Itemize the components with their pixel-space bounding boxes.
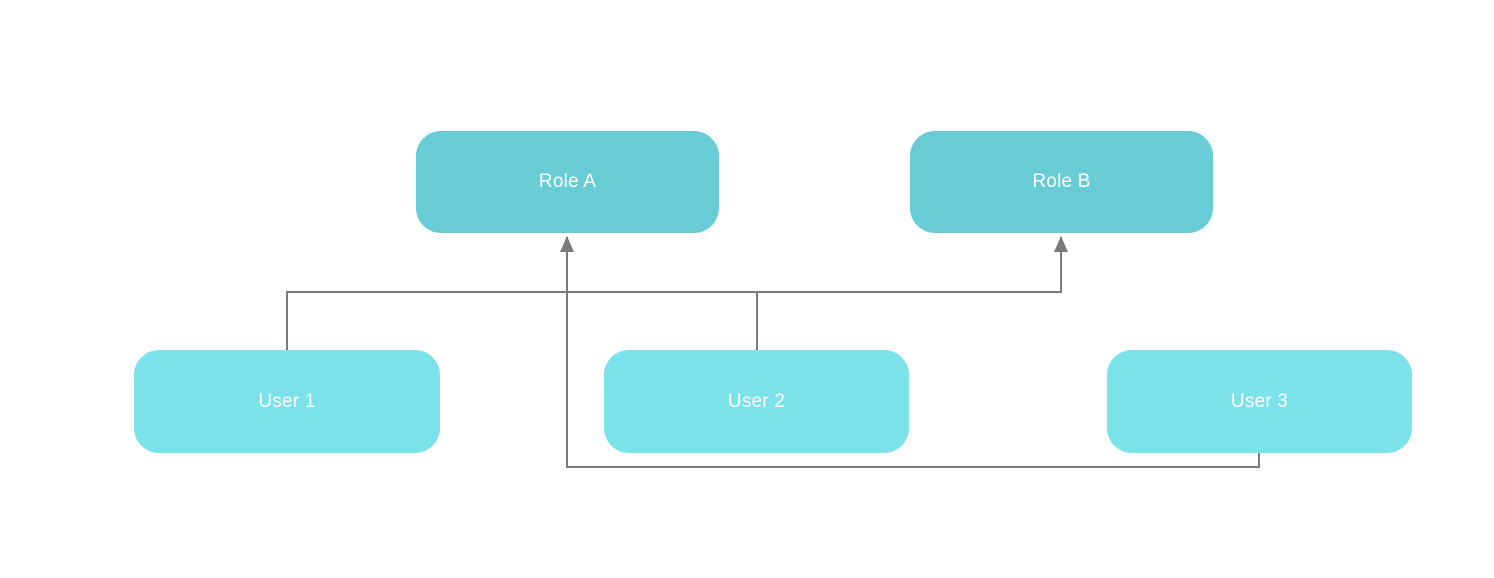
node-user-3[interactable]: User 3	[1107, 350, 1412, 453]
node-user-1-label: User 1	[258, 390, 316, 412]
node-role-a[interactable]: Role A	[416, 131, 719, 233]
node-role-b-label: Role B	[1032, 171, 1091, 192]
node-user-2[interactable]: User 2	[604, 350, 909, 453]
node-user-3-label: User 3	[1230, 390, 1289, 412]
node-role-b[interactable]: Role B	[910, 131, 1213, 233]
node-user-2-label: User 2	[727, 390, 786, 412]
edge-user1-to-role-b	[286, 236, 1068, 350]
node-role-a-label: Role A	[538, 171, 597, 192]
node-user-1[interactable]: User 1	[134, 350, 440, 453]
